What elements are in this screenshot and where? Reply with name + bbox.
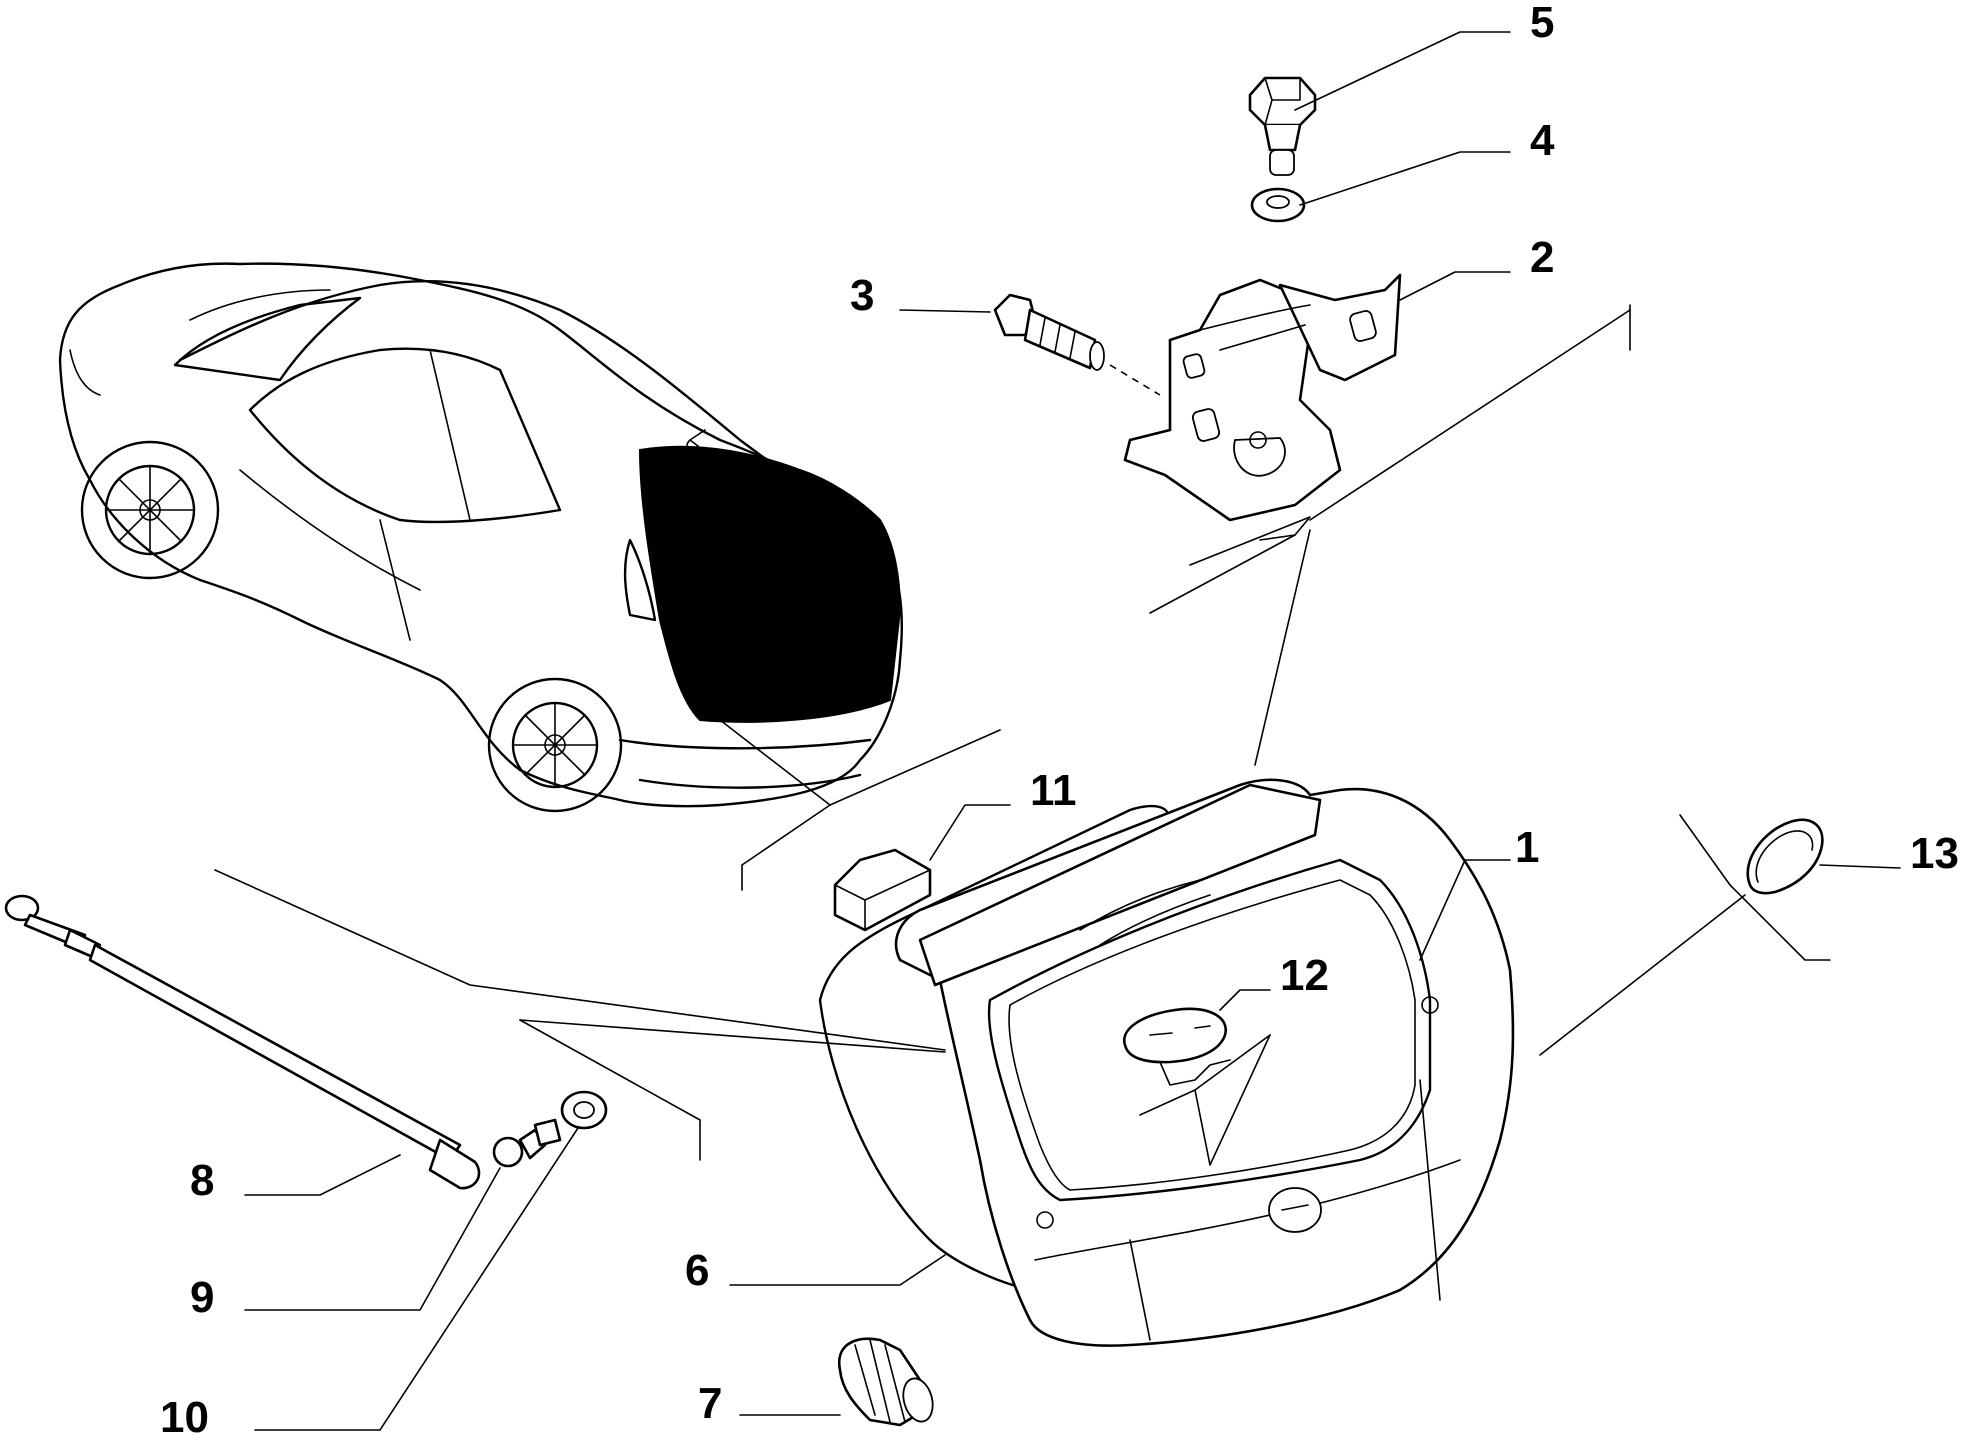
rubber-buffer-icon — [837, 1337, 934, 1427]
oval-plug-icon — [1746, 818, 1824, 895]
callout-2: 2 — [1530, 233, 1554, 282]
callout-1: 1 — [1515, 823, 1539, 872]
washer-ring-icon — [560, 1090, 608, 1130]
callout-7: 7 — [698, 1379, 722, 1428]
callout-8: 8 — [190, 1156, 214, 1205]
callout-10: 10 — [160, 1393, 209, 1440]
ball-stud-icon — [492, 1118, 562, 1168]
callout-labels: 5 4 2 3 11 1 13 12 8 6 9 7 10 — [160, 0, 1959, 1440]
callout-12: 12 — [1280, 951, 1329, 1000]
hinge-bracket-icon — [1123, 273, 1402, 522]
hex-bolt-icon — [1248, 76, 1317, 176]
washer-icon — [1250, 187, 1306, 223]
hinge-dash-line — [1109, 364, 1161, 396]
hatchback-car-icon — [58, 262, 903, 813]
callout-11: 11 — [1030, 766, 1077, 815]
callout-4: 4 — [1530, 116, 1555, 165]
callout-9: 9 — [190, 1273, 214, 1322]
tailgate-panel-icon — [818, 778, 1515, 1347]
callout-13: 13 — [1910, 829, 1959, 878]
rubber-pad-icon — [833, 848, 932, 932]
flange-bolt-icon — [993, 293, 1105, 371]
grommet-plug-icon — [1122, 1007, 1231, 1086]
leader-lines — [214, 31, 1901, 1431]
callout-5: 5 — [1530, 0, 1554, 47]
car-leader-lines — [719, 719, 1001, 891]
gas-spring-icon — [4, 894, 481, 1190]
callout-6: 6 — [685, 1246, 709, 1295]
callout-3: 3 — [850, 271, 874, 320]
